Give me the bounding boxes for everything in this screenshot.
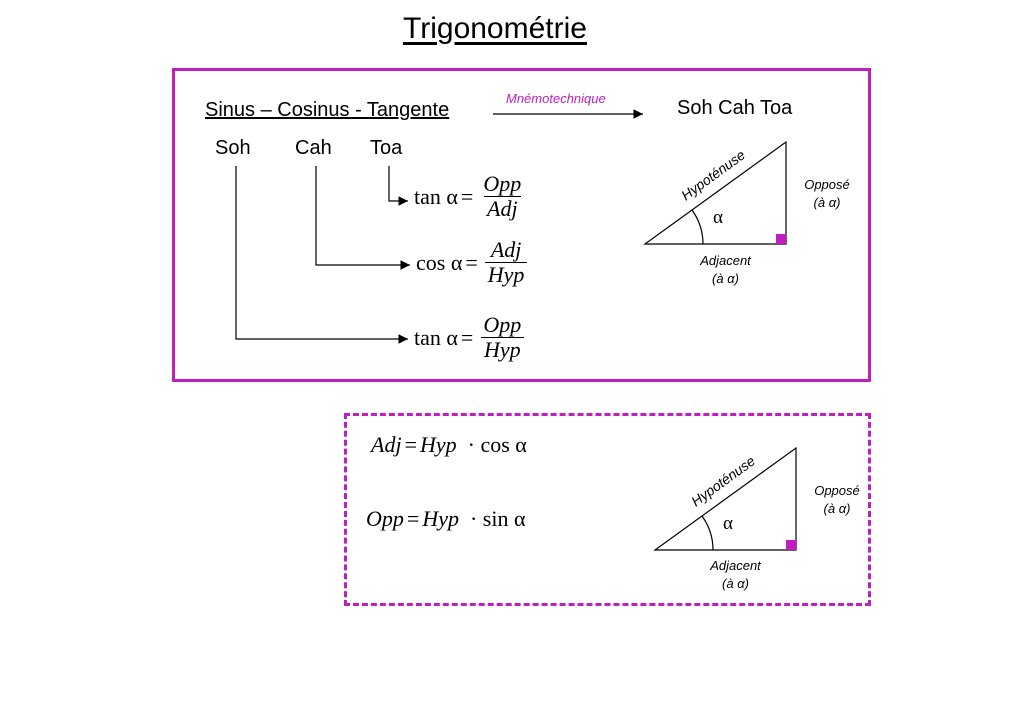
opposite-label: Opposé (à α) (802, 482, 872, 518)
right-angle-marker (786, 540, 796, 550)
opposite-text: Opposé (814, 483, 860, 498)
numerator: Opp (483, 312, 522, 337)
equals-sign: = (460, 183, 474, 209)
alpha-angle-label: α (713, 207, 723, 228)
adjacent-label: Adjacent (à α) (698, 557, 773, 593)
formula-tan-opp-hyp: tan α= Opp Hyp (414, 313, 524, 362)
triangle-2 (653, 446, 797, 551)
alpha-symbol: α (446, 324, 458, 350)
triangle-1 (643, 140, 787, 245)
fraction: Opp Hyp (480, 313, 524, 362)
equals-sign: = (465, 249, 478, 275)
opposite-label: Opposé (à α) (792, 176, 862, 212)
fn-name: sin (482, 506, 509, 531)
word-soh: Soh (215, 137, 251, 159)
formula-adj-relation: Adj=Hyp · cos α (371, 432, 527, 458)
dot: · (467, 432, 475, 457)
equals-sign: = (406, 506, 420, 531)
opposite-text: Opposé (804, 177, 850, 192)
fn-name: cos (416, 249, 446, 275)
formula-opp-relation: Opp=Hyp · sin α (366, 506, 526, 532)
adjacent-ref: (à α) (712, 271, 739, 286)
definitions-box (172, 68, 871, 382)
dot: · (469, 506, 478, 531)
mnemo-label: Mnémotechnique (506, 91, 606, 106)
relations-box (344, 413, 871, 606)
alpha-symbol: α (513, 506, 526, 531)
alpha-angle-label: α (723, 513, 733, 534)
opposite-ref: (à α) (813, 195, 841, 210)
toa-connector (388, 166, 408, 206)
equals-sign: = (460, 324, 474, 350)
adjacent-label: Adjacent (à α) (688, 252, 763, 288)
section-heading: Sinus – Cosinus - Tangente (205, 99, 450, 121)
alpha-symbol: α (446, 183, 458, 209)
rhs: Hyp (422, 506, 459, 531)
word-toa: Toa (370, 137, 403, 159)
word-cah: Cah (295, 137, 332, 159)
fn-name: tan (414, 183, 441, 209)
formula-cos-adj-hyp: cos α= Adj Hyp (416, 237, 528, 287)
numerator: Adj (490, 237, 522, 262)
rhs: Hyp (419, 432, 457, 457)
adjacent-ref: (à α) (722, 576, 749, 591)
fraction: Adj Hyp (484, 237, 528, 287)
fraction: Opp Adj (480, 172, 524, 221)
cah-connector (315, 166, 410, 270)
mnemo-result: Soh Cah Toa (677, 97, 793, 119)
adjacent-text: Adjacent (700, 253, 751, 268)
page-title: Trigonométrie (403, 12, 587, 45)
opposite-ref: (à α) (823, 501, 851, 516)
alpha-symbol: α (515, 432, 527, 457)
formula-tan-opp-adj: tan α= Opp Adj (414, 172, 524, 221)
lhs: Adj (371, 432, 402, 457)
numerator: Opp (483, 171, 522, 196)
adjacent-text: Adjacent (710, 558, 761, 573)
fn-name: cos (480, 432, 510, 457)
denominator: Hyp (480, 337, 524, 362)
denominator: Hyp (484, 262, 528, 287)
alpha-symbol: α (450, 249, 463, 275)
right-angle-marker (776, 234, 786, 244)
denominator: Adj (484, 196, 521, 221)
equals-sign: = (404, 432, 417, 457)
lhs: Opp (366, 506, 404, 531)
soh-connector (235, 166, 408, 344)
fn-name: tan (414, 324, 441, 350)
